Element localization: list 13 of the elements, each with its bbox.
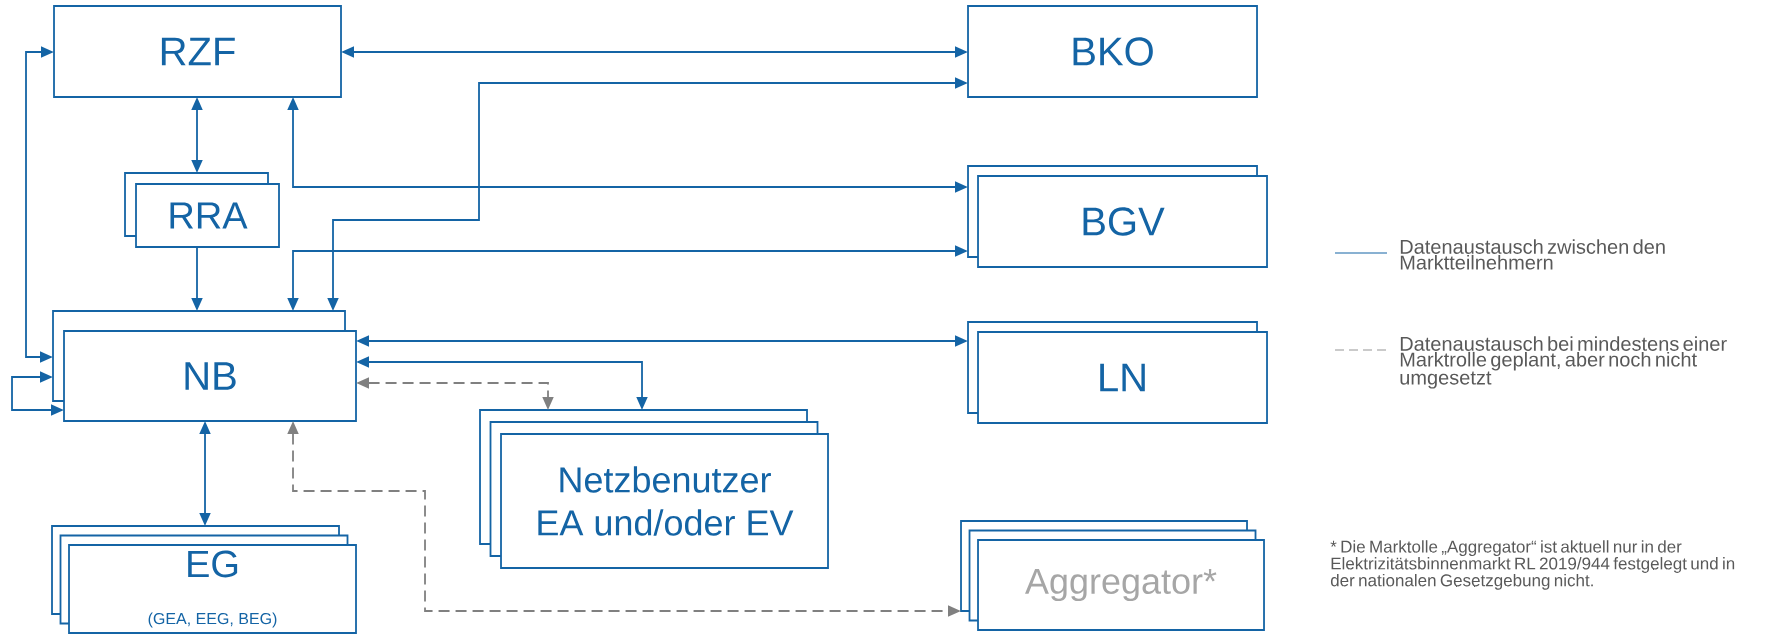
- footnote: * Die Marktolle „Aggregator“ ist aktuell nur in der Elektrizitätsbinnenmarkt RL 2019/944 festgelegt und in der nationalen Gesetzgebung nicht.: [1330, 540, 1735, 590]
- stacked-box: BGV: [967, 165, 1268, 268]
- legend-text: Datenaustausch zwischen den Marktteilnehmern: [1400, 239, 1665, 270]
- role-box: BKO: [967, 5, 1258, 98]
- node-label: (GEA, EEG, BEG): [148, 612, 277, 628]
- legend-text: Datenaustausch bei mindestens einer Marktrolle geplant, aber noch nicht umgesetzt: [1400, 336, 1727, 389]
- stacked-box: NB: [52, 310, 357, 422]
- stacked-box: EG (GEA, EEG, BEG): [51, 525, 357, 634]
- role-box: RZF: [53, 5, 342, 98]
- stacked-box: Aggregator*: [960, 520, 1265, 631]
- stacked-box: RRA: [124, 172, 280, 248]
- stacked-box: LN: [967, 321, 1268, 424]
- stacked-box: Netzbenutzer EA und/oder EV: [479, 409, 829, 569]
